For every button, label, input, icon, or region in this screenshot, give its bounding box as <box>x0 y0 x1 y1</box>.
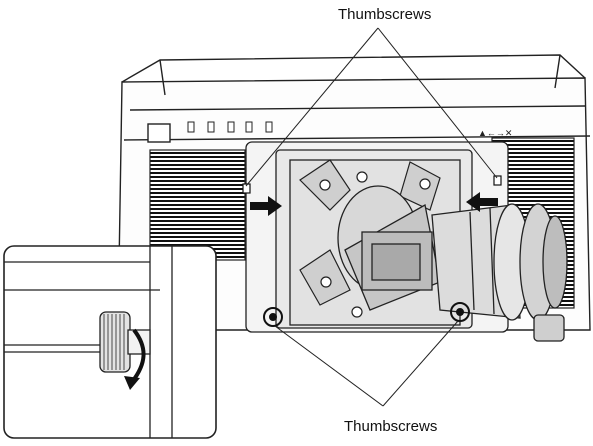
insert-arrows <box>250 192 498 216</box>
thumbscrew-right <box>450 302 470 322</box>
top-right-marking: ▲←→✕ <box>478 128 512 138</box>
thumbscrew-detail-inset <box>3 245 217 439</box>
left-vent <box>149 149 246 261</box>
callout-thumbscrews-top: Thumbscrews <box>338 6 432 23</box>
callout-lines <box>245 27 498 407</box>
mount-prongs <box>299 159 441 318</box>
indicator-panel <box>187 121 273 133</box>
left-arrow-icon <box>466 192 498 212</box>
thumbscrew-left <box>263 307 283 327</box>
lens-assembly <box>337 185 568 342</box>
callout-thumbscrews-bottom: Thumbscrews <box>344 418 438 435</box>
thumbscrews <box>242 175 502 327</box>
right-arrow-icon <box>250 196 282 216</box>
